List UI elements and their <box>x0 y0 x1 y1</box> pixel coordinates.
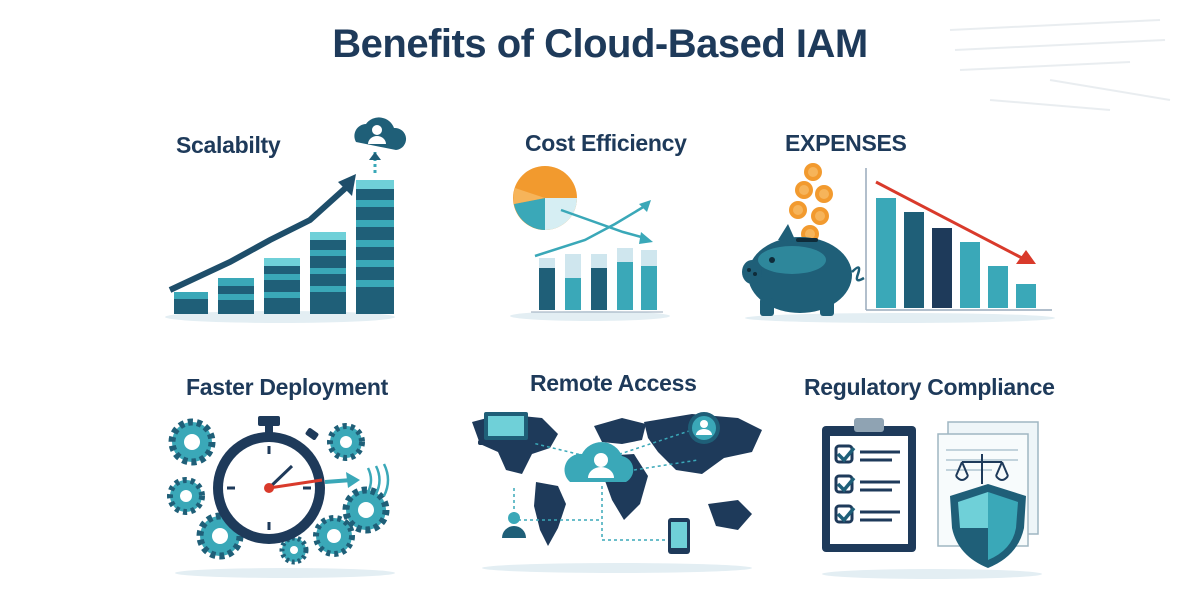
panel-label-scalability: Scalabilty <box>176 132 281 158</box>
scales-of-justice-icon <box>955 454 1009 484</box>
declining-bars <box>865 168 1052 311</box>
user-badge-icon <box>688 412 720 444</box>
bar-growth-cloud-icon <box>165 117 407 323</box>
piggy-bank-declining-bars-icon <box>742 163 1055 323</box>
panel-label-expenses: EXPENSES <box>785 130 907 156</box>
panel-label-faster-deployment: Faster Deployment <box>186 374 388 400</box>
coins-icon <box>789 163 833 243</box>
world-map-cloud-user-icon <box>472 412 762 573</box>
watermark-lines <box>949 19 1171 111</box>
stopwatch-gears-icon <box>167 416 395 578</box>
smartphone-icon <box>668 518 690 554</box>
page-title: Benefits of Cloud-Based IAM <box>332 22 868 66</box>
stopwatch-icon <box>213 416 325 544</box>
clipboard-checklist-shield-icon <box>822 418 1042 579</box>
cloud-user-icon <box>564 442 634 482</box>
laptop-icon <box>478 412 534 445</box>
gear-icons <box>167 418 390 565</box>
pie-and-bar-chart-icon <box>510 166 670 321</box>
piggy-bank-icon <box>742 224 865 316</box>
panel-label-cost-efficiency: Cost Efficiency <box>525 130 687 156</box>
panel-label-regulatory-compliance: Regulatory Compliance <box>804 374 1055 400</box>
panel-label-remote-access: Remote Access <box>530 370 697 396</box>
shield-icon <box>950 484 1026 568</box>
cloud-user-icon <box>354 117 407 174</box>
clipboard-icon <box>822 418 916 552</box>
person-icon <box>502 512 526 538</box>
